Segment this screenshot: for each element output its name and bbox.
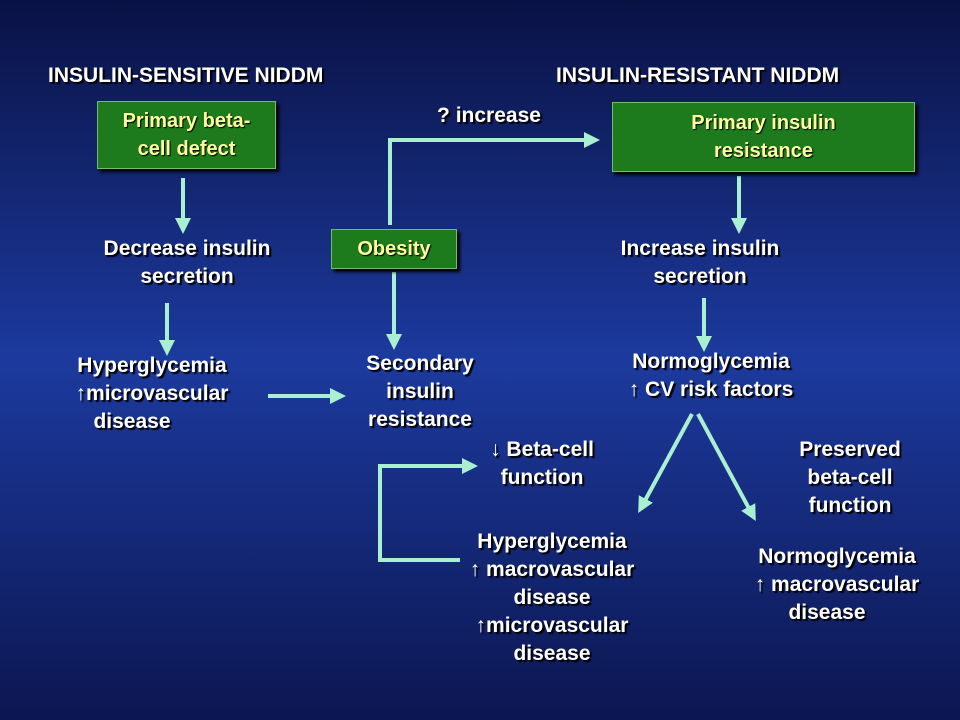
decrease-secretion-line-1: Decrease insulin — [103, 237, 271, 260]
secondary-line-1: Secondary — [366, 352, 474, 375]
label-normoglycemia-cv-risk: Normoglycemia ↑ CV risk factors — [606, 348, 816, 404]
box-obesity: Obesity — [331, 229, 457, 269]
hyperglycemia-center-line-5: disease — [513, 642, 591, 665]
increase-secretion-line-2: secretion — [653, 265, 747, 288]
secondary-line-2: insulin — [386, 380, 454, 403]
box-primary-insulin-line-2: resistance — [714, 140, 813, 162]
label-decrease-insulin-secretion: Decrease insulin secretion — [82, 235, 292, 291]
decrease-secretion-line-2: secretion — [140, 265, 234, 288]
preserved-line-2: beta-cell — [807, 466, 893, 489]
box-primary-insulin-resistance: Primary insulin resistance — [612, 102, 915, 172]
arrow-normoglycemia-to-normoglycemia-macro — [696, 413, 756, 522]
arrow-hyperglycemia-to-beta-cell — [378, 458, 478, 562]
header-insulin-sensitive: INSULIN-SENSITIVE NIDDM — [48, 64, 324, 87]
box-primary-beta-line-2: cell defect — [137, 138, 236, 160]
increase-secretion-line-1: Increase insulin — [620, 237, 780, 260]
hyperglycemia-left-line-1: Hyperglycemia — [77, 354, 227, 377]
box-obesity-label: Obesity — [357, 238, 431, 260]
label-preserved-beta-cell-function: Preserved beta-cell function — [770, 436, 930, 520]
beta-cell-line-1: ↓ Beta-cell — [490, 438, 594, 461]
label-hyperglycemia-macro-micro: Hyperglycemia ↑ macrovascular disease ↑m… — [452, 528, 652, 668]
box-primary-insulin-line-1: Primary insulin — [691, 112, 836, 134]
label-secondary-insulin-resistance: Secondary insulin resistance — [340, 350, 500, 434]
label-hyperglycemia-microvascular: Hyperglycemia ↑microvascular disease — [52, 352, 252, 436]
label-beta-cell-function: ↓ Beta-cell function — [472, 436, 612, 492]
hyperglycemia-left-line-2: ↑microvascular — [75, 382, 229, 405]
label-question-increase: ? increase — [437, 104, 541, 127]
normoglycemia-macro-line-3: disease — [788, 601, 866, 624]
preserved-line-3: function — [808, 494, 892, 517]
preserved-line-1: Preserved — [799, 438, 901, 461]
normoglycemia-macro-line-2: ↑ macrovascular — [754, 573, 920, 596]
hyperglycemia-center-line-1: Hyperglycemia — [477, 530, 627, 553]
secondary-line-3: resistance — [368, 408, 472, 431]
label-normoglycemia-macrovascular: Normoglycemia ↑ macrovascular disease — [732, 543, 942, 627]
box-primary-beta-cell-defect: Primary beta- cell defect — [97, 101, 276, 169]
box-primary-beta-line-1: Primary beta- — [122, 110, 251, 132]
normoglycemia-cv-line-1: Normoglycemia — [632, 350, 790, 373]
hyperglycemia-left-line-3: disease — [93, 410, 171, 433]
arrow-obesity-to-primary-resistance — [388, 132, 600, 225]
label-increase-insulin-secretion: Increase insulin secretion — [595, 235, 805, 291]
normoglycemia-cv-line-2: ↑ CV risk factors — [628, 378, 794, 401]
header-insulin-resistant: INSULIN-RESISTANT NIDDM — [556, 64, 840, 87]
hyperglycemia-center-line-3: disease — [513, 586, 591, 609]
arrow-normoglycemia-to-hyperglycemia — [638, 413, 694, 514]
normoglycemia-macro-line-1: Normoglycemia — [758, 545, 916, 568]
hyperglycemia-center-line-2: ↑ macrovascular — [469, 558, 635, 581]
beta-cell-line-2: function — [500, 466, 584, 489]
hyperglycemia-center-line-4: ↑microvascular — [475, 614, 629, 637]
